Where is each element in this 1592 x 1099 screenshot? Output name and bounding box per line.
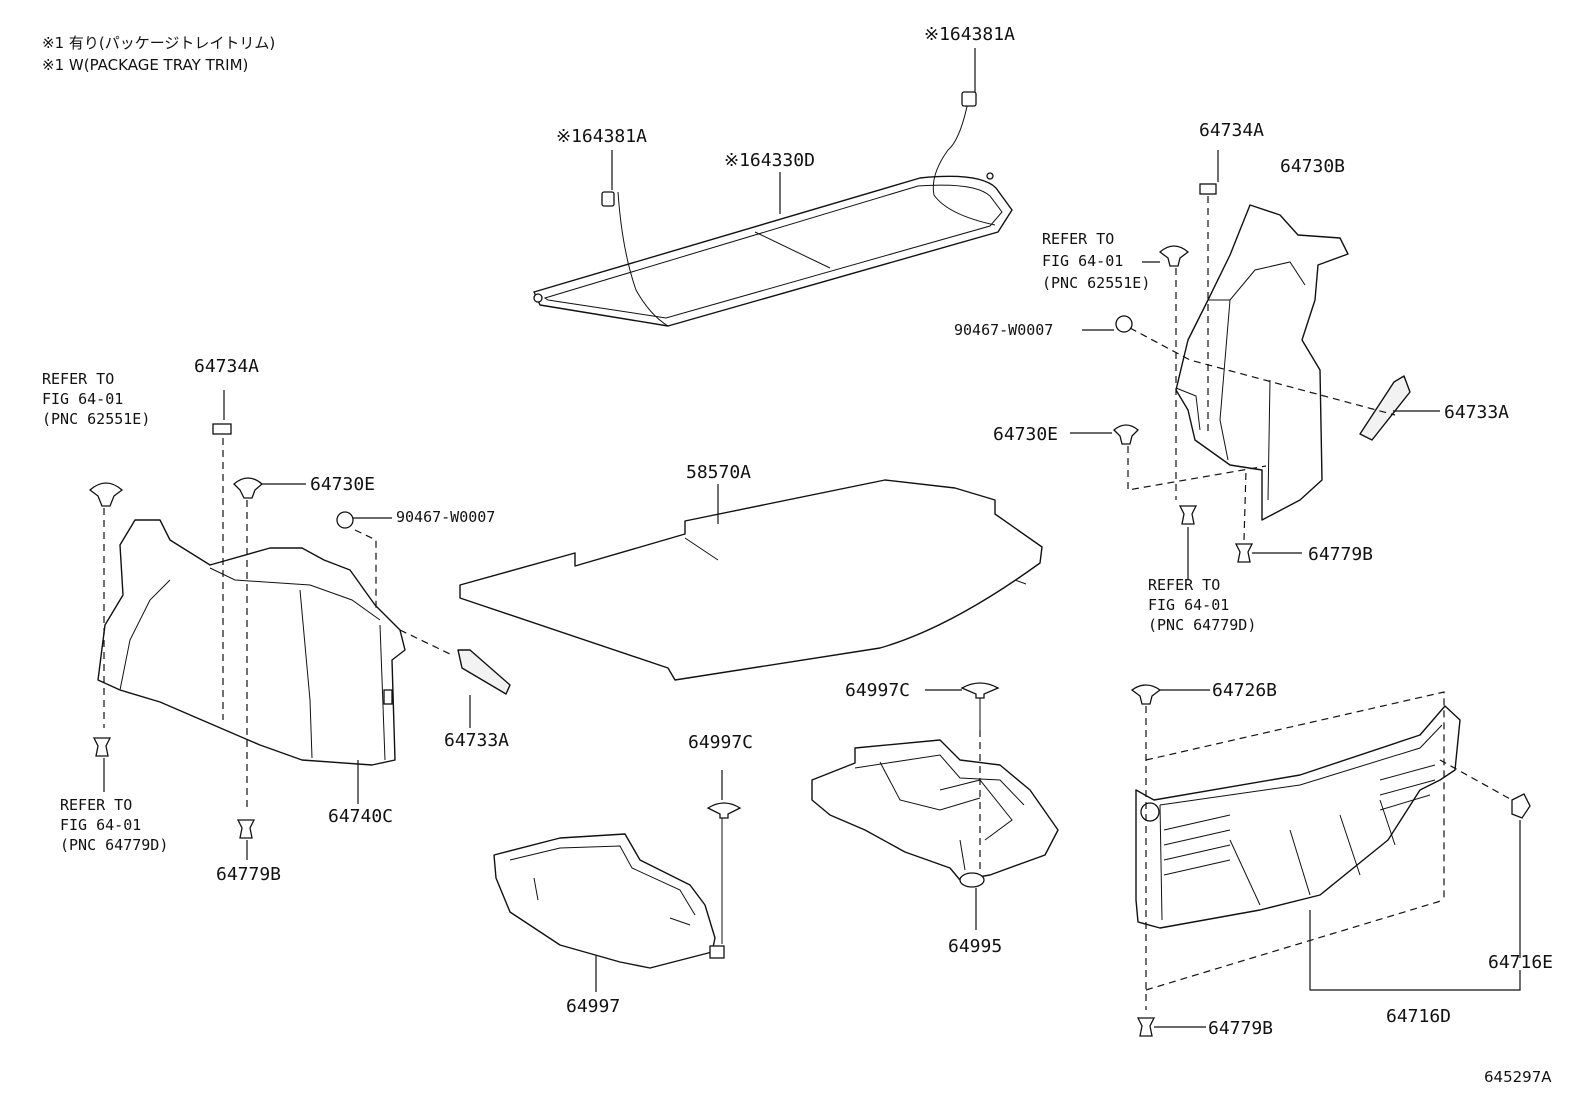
left-fasteners (88, 423, 511, 839)
screw-64997C-icon (960, 682, 1000, 699)
label-64716E: 64716E (1488, 952, 1553, 973)
clip-icon (383, 689, 393, 705)
figure-id: 645297A (1484, 1068, 1552, 1086)
label-64733A-left: 64733A (444, 730, 509, 751)
left-spacer-64733A (457, 649, 511, 695)
label-58570A: 58570A (686, 462, 751, 483)
refer-left-top-line-2: FIG 64-01 (42, 390, 123, 408)
clip-icon (709, 945, 725, 959)
refer-right-bottom-line-3: (PNC 64779D) (1148, 616, 1256, 634)
label-64730E-right: 64730E (993, 424, 1058, 445)
refer-left-bottom-line-2: FIG 64-01 (60, 816, 141, 834)
clip-icon (1234, 543, 1254, 563)
note-line-1: ※1 有り(パッケージトレイトリム) (42, 34, 275, 52)
label-64730B: 64730B (1280, 156, 1345, 177)
refer-left-bottom-line-1: REFER TO (60, 796, 132, 814)
label-90467-left: 90467-W0007 (396, 508, 495, 526)
tray-cable-64381A (601, 91, 996, 327)
label-64997: 64997 (566, 996, 620, 1017)
clip-icon (236, 819, 256, 839)
refer-left-top-line-1: REFER TO (42, 370, 114, 388)
deck-board-58570A (459, 479, 1043, 681)
clip-icon (961, 91, 977, 107)
label-64997C-left: 64997C (688, 732, 753, 753)
label-64779B-left: 64779B (216, 864, 281, 885)
label-64381A-top: ※164381A (924, 24, 1015, 45)
label-64730E-left: 64730E (310, 474, 375, 495)
clip-icon (1136, 1017, 1156, 1037)
label-64716D: 64716D (1386, 1006, 1451, 1027)
storage-tray-64997 (493, 833, 725, 969)
screw-icon (336, 511, 354, 529)
label-64381A-left: ※164381A (556, 126, 647, 147)
left-quarter-trim-64740C (97, 519, 406, 766)
clip-icon (601, 191, 615, 207)
right-fasteners (1113, 183, 1411, 563)
label-64733A-right: 64733A (1444, 402, 1509, 423)
push-clip-icon (88, 482, 124, 507)
pad-icon (212, 423, 232, 435)
refer-right-bottom-line-1: REFER TO (1148, 576, 1220, 594)
sill-fasteners (1130, 684, 1531, 1037)
push-clip-icon (233, 477, 263, 499)
label-64997C-mid: 64997C (845, 680, 910, 701)
label-64734A-right: 64734A (1199, 120, 1264, 141)
refer-right-bottom-line-2: FIG 64-01 (1148, 596, 1229, 614)
refer-right-top-line-2: FIG 64-01 (1042, 252, 1123, 270)
refer-right-top-line-1: REFER TO (1042, 230, 1114, 248)
screw-icon (1115, 315, 1133, 333)
pad-icon (1199, 183, 1217, 195)
refer-right-top-line-3: (PNC 62551E) (1042, 274, 1150, 292)
label-64734A-left: 64734A (194, 356, 259, 377)
label-90467-right: 90467-W0007 (954, 321, 1053, 339)
push-clip-icon (1130, 684, 1162, 705)
tool-box-64995 (811, 739, 1059, 888)
hole-icon (1140, 802, 1160, 822)
label-64740C: 64740C (328, 806, 393, 827)
clip-icon (1178, 505, 1198, 525)
rear-sill-trim-64716D (1135, 705, 1461, 929)
push-clip-icon (1158, 245, 1190, 267)
refer-left-top-line-3: (PNC 62551E) (42, 410, 150, 428)
screw-64997C-icon (706, 802, 742, 819)
note-line-2: ※1 W(PACKAGE TRAY TRIM) (42, 56, 248, 74)
label-64330D: ※164330D (724, 150, 815, 171)
right-quarter-trim-64730B (1175, 204, 1349, 521)
label-64779B-right: 64779B (1308, 544, 1373, 565)
label-64726B: 64726B (1212, 680, 1277, 701)
right-spacer-64733A (1359, 375, 1411, 441)
grommet-icon (959, 872, 985, 888)
clip-icon (92, 737, 112, 757)
label-64779B-bottom: 64779B (1208, 1018, 1273, 1039)
push-clip-icon (1113, 424, 1139, 445)
clip-64716E-icon (1511, 793, 1531, 819)
label-64995: 64995 (948, 936, 1002, 957)
refer-left-bottom-line-3: (PNC 64779D) (60, 836, 168, 854)
